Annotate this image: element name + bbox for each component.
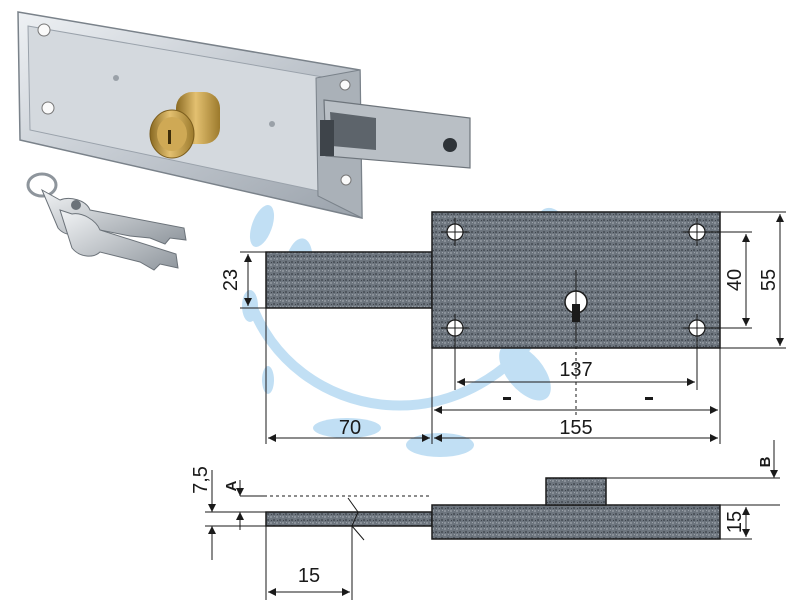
lock-product-photo	[17, 11, 471, 271]
side-bolt-plate	[265, 511, 433, 527]
side-body	[431, 504, 721, 540]
dim-label-a: A	[223, 480, 240, 491]
dim-bolt-throw: 70	[339, 417, 361, 439]
dim-bolt-width: 15	[298, 565, 320, 587]
dim-hole-horizontal: 137	[559, 359, 592, 381]
side-cylinder	[545, 477, 607, 506]
dim-bolt-height: 23	[220, 269, 242, 291]
keys-icon	[26, 172, 187, 271]
side-view: 7,5 A B 15 15	[190, 440, 780, 600]
dim-plate-offset: 7,5	[190, 466, 212, 494]
dim-body-length: 155	[559, 417, 592, 439]
dim-label-b: B	[757, 456, 774, 467]
front-view: 23 40 55 137 155 70	[220, 211, 786, 444]
dim-body-height: 55	[758, 269, 780, 291]
brass-cylinder	[149, 92, 220, 159]
keyhole-icon	[564, 270, 588, 340]
bolt-bar	[265, 251, 433, 309]
dim-body-thickness: 15	[724, 511, 746, 533]
dim-hole-vertical: 40	[724, 269, 746, 291]
